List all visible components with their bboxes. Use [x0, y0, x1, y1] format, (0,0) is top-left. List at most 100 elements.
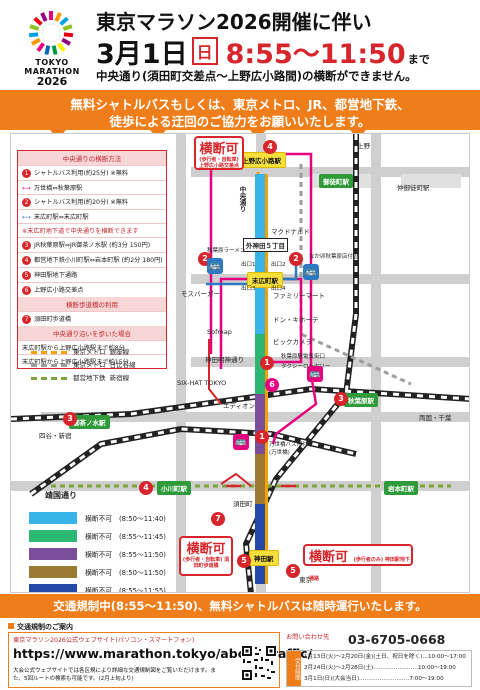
- label-six-hat: SIX-HAT TOKYO: [177, 379, 227, 387]
- legend-row: 末広町駅から上野広小路駅まで約8分: [18, 340, 166, 354]
- line-legend-ginza: 東京メトロ 銀座線: [31, 346, 136, 359]
- label-tokyo: 東京: [299, 576, 312, 584]
- header: TOKYO MARATHON 2026 東京マラソン2026開催に伴い 3月1日…: [0, 0, 480, 90]
- bus-stop-icon: 🚌: [207, 258, 223, 274]
- label-nakau-bus-stop: なか卯秋葉原店付近: [309, 254, 359, 260]
- label-familymart: ファミリーマート: [273, 292, 325, 300]
- label-ramen-bus-stop: 秋葉原ラーメン: [207, 248, 246, 254]
- legend-row: ⟷末広町駅⇔末広町駅: [18, 209, 166, 223]
- station-iwamotocho: 岩本町駅: [384, 481, 418, 495]
- marker-7: 7: [211, 512, 225, 526]
- station-ochanomizu: 御茶ノ水駅: [69, 415, 110, 429]
- station-ogawamachi: 小川町駅: [157, 481, 191, 495]
- marker-2: 2: [289, 252, 303, 266]
- station-akihabara: 秋葉原駅: [344, 393, 378, 407]
- label-chuo-dori: 中央通り: [238, 186, 246, 212]
- label-naka-okachimachi: 仲御徒町駅: [397, 184, 430, 192]
- reception-hours: 受付時間 1月13日(火)～2月20日(金)(土日、祝日を除く)…10:00～1…: [286, 650, 472, 687]
- day-of-week-badge: 日: [191, 37, 218, 65]
- website-label: 東京マラソン2026公式ウェブサイト(パソコン・スマートフォン): [13, 637, 195, 644]
- marker-1: 1: [260, 356, 274, 370]
- closure-swatch: [29, 583, 77, 592]
- closure-swatch: [29, 565, 77, 578]
- subway-lines-legend: 東京メトロ 銀座線 東京メトロ 日比谷線 都営地下鉄 新宿線: [31, 346, 136, 385]
- logo-year: 2026: [36, 75, 68, 88]
- footer: 交通規制のご案内 東京マラソン2026公式ウェブサイト(パソコン・スマートフォン…: [0, 618, 480, 690]
- closure-legend-row: 横断不可 (8:55～11:55): [29, 582, 166, 592]
- station-suehirocho: 末広町駅: [247, 272, 283, 288]
- hours-label: 受付時間: [287, 651, 301, 686]
- label-exit-1: 出口1: [241, 262, 256, 268]
- legend-section-title: 横断歩道橋の利用: [18, 297, 166, 311]
- tokyo-marathon-logo: TOKYO MARATHON 2026: [20, 8, 84, 88]
- marker-3: 3: [63, 412, 77, 426]
- closure-legend-row: 横断不可 (8:50～11:50): [29, 564, 166, 579]
- closure-legend: 横断不可 (8:50～11:40) 横断不可 (8:55～11:45) 横断不可…: [29, 510, 166, 592]
- hours-row: 3月1日(日)(大会当日)………………………7:00～19:00: [304, 676, 444, 682]
- page-title: 東京マラソン2026開催に伴い: [96, 10, 372, 34]
- contact-title: お問い合わせ先: [286, 634, 330, 641]
- label-exit-2: 出口2: [271, 262, 286, 268]
- crossing-callout-bottom-left: 横断可 (歩行者・自転車) 須田町歩道橋: [179, 536, 233, 576]
- label-ryogoku: 両国・千葉: [419, 414, 452, 422]
- label-manseibashi: (万世橋): [269, 450, 290, 456]
- until-label: まで: [407, 53, 430, 66]
- label-exit-3: 出口3: [241, 286, 256, 292]
- closure-legend-row: 横断不可 (8:55～11:45): [29, 528, 166, 543]
- website-url-link[interactable]: https://www.marathon.tokyo/about/traffic…: [13, 646, 313, 661]
- station-ueno-hirokoji: 上野広小路駅: [237, 152, 286, 168]
- closure-time: 8:55～11:50: [225, 39, 406, 70]
- label-manseibashi-bus-stop: 万世橋バス停付近: [269, 442, 314, 448]
- bus-stop-icon: 🚌: [303, 264, 319, 280]
- closure-swatch: [29, 547, 77, 560]
- closure-legend-row: 横断不可 (8:50～11:40): [29, 510, 166, 525]
- closure-swatch: [29, 511, 77, 524]
- banner-line-2: 徒歩による迂回のご協力をお願いいたします。: [109, 114, 371, 129]
- marker-1: 1: [255, 430, 269, 444]
- station-okachimachi: 御徒町駅: [319, 174, 353, 188]
- marker-5: 5: [286, 564, 300, 578]
- legend-row: ⟷万世橋⇔秋葉原駅: [18, 180, 166, 194]
- website-box: 東京マラソン2026公式ウェブサイト(パソコン・スマートフォン) https:/…: [8, 632, 312, 688]
- line-legend-shinjuku: 都営地下鉄 新宿線: [31, 372, 136, 385]
- marker-3: 3: [334, 392, 348, 406]
- contact-phone[interactable]: 03-6705-0668: [348, 632, 446, 647]
- detour-banner: 無料シャトルバスもしくは、東京メトロ、JR、都営地下鉄、 徒歩による迂回のご協力…: [0, 90, 480, 139]
- label-sofmap: Sofmap: [207, 328, 232, 336]
- contact-box: お問い合わせ先 03-6705-0668 受付時間 1月13日(火)～2月20日…: [286, 632, 472, 688]
- website-note: 大会公式ウェブサイトでは各区規により詳細な交通規制図をご覧いただけます。また、5…: [13, 668, 216, 682]
- bus-stop-icon: 🚌: [307, 366, 323, 382]
- marker-4: 4: [139, 481, 153, 495]
- closure-legend-row: 横断不可 (8:55～11:50): [29, 546, 166, 561]
- label-mosburger: モスバーガー: [181, 290, 220, 298]
- banner-line-1: 無料シャトルバスもしくは、東京メトロ、JR、都営地下鉄、: [70, 97, 410, 112]
- qr-code-icon[interactable]: [241, 645, 277, 681]
- station-kanda: 神田駅: [249, 550, 279, 566]
- logo-text: TOKYO MARATHON: [24, 58, 80, 76]
- hours-row: 2月24日(火)～2月28日(土)……………………10:00～19:00: [304, 665, 456, 671]
- line-legend-hibiya: 東京メトロ 日比谷線: [31, 359, 136, 372]
- label-edion: エディオン: [223, 402, 256, 410]
- crossing-callout-bottom-right: 横断可 (歩行者のみ) 神田駅地下通路: [303, 544, 413, 582]
- legend-section-title: 中央通り沿いを歩いた場合: [18, 326, 166, 340]
- label-sotokanda: 外神田５丁目: [243, 238, 288, 252]
- label-sudacho: 須田町: [233, 500, 253, 508]
- marathon-emblem-icon: [28, 11, 74, 55]
- label-ueno: 上野: [357, 142, 370, 150]
- label-taxi-rotary: タクシーロータリー: [281, 364, 331, 370]
- label-yotsuya: 四谷・新宿: [39, 432, 72, 440]
- label-don-quijote: ドン・キホーテ: [273, 316, 319, 324]
- closure-swatch: [29, 529, 77, 542]
- hours-row: 1月13日(火)～2月20日(金)(土日、祝日を除く)…10:00～17:00: [304, 654, 466, 660]
- label-yasukuni-dori: 靖国通り: [45, 491, 77, 500]
- label-mcdonalds: マクドナルド: [271, 228, 310, 236]
- crossing-callout-top: 横断可 (歩行者・自転車) 上野広小路交差点: [194, 136, 244, 170]
